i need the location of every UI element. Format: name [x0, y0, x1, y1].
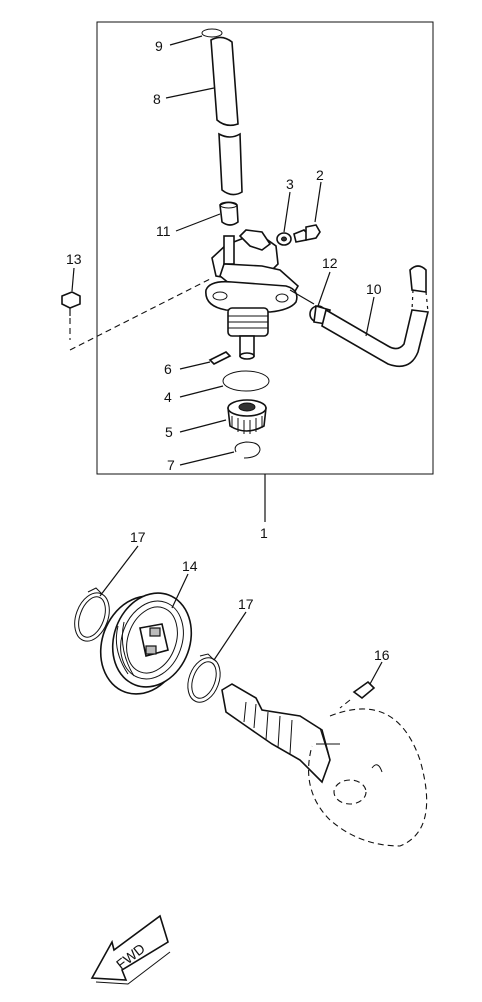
callout-16: 16: [374, 647, 390, 663]
callout-3: 3: [286, 176, 294, 192]
hose-lower: [321, 265, 429, 368]
callout-2: 2: [316, 167, 324, 183]
o-ring: [222, 370, 270, 392]
callout-5: 5: [165, 424, 173, 440]
circlip-left: [74, 587, 110, 642]
gear-circlip: [234, 441, 261, 459]
callout-17-left: 17: [130, 529, 146, 545]
screw-mount-dashline: [69, 277, 213, 351]
hose-clip: [201, 28, 223, 38]
hose-upper: [210, 36, 243, 196]
callout-1: 1: [260, 525, 268, 541]
screw: [61, 291, 81, 340]
callout-11: 11: [156, 223, 171, 239]
callout-12: 12: [322, 255, 338, 271]
callout-9: 9: [155, 38, 163, 54]
callout-4: 4: [164, 389, 172, 405]
callout-6: 6: [164, 361, 172, 377]
callout-10: 10: [366, 281, 382, 297]
callout-13: 13: [66, 251, 82, 267]
dowel-pin: [208, 351, 232, 365]
pump-drive-gear: [227, 399, 267, 434]
crankshaft: [221, 683, 428, 847]
pump-pulley: [99, 592, 193, 695]
washer: [276, 232, 292, 246]
oil-pump-body: [205, 229, 315, 360]
circlip-right: [187, 653, 221, 703]
callout-8: 8: [153, 91, 161, 107]
forward-direction-arrow: [90, 914, 171, 985]
callout-17-right: 17: [238, 596, 254, 612]
callout-7: 7: [167, 457, 175, 473]
callout-numbers: 9 8 3 2 11 13 12 10 6 4 5 7 1 17 14 17 1…: [66, 38, 390, 663]
callout-leaders: [71, 35, 383, 685]
collar: [219, 201, 239, 226]
crank-pin: [339, 680, 376, 709]
banjo-bolt: [293, 224, 321, 243]
callout-14: 14: [182, 558, 198, 574]
